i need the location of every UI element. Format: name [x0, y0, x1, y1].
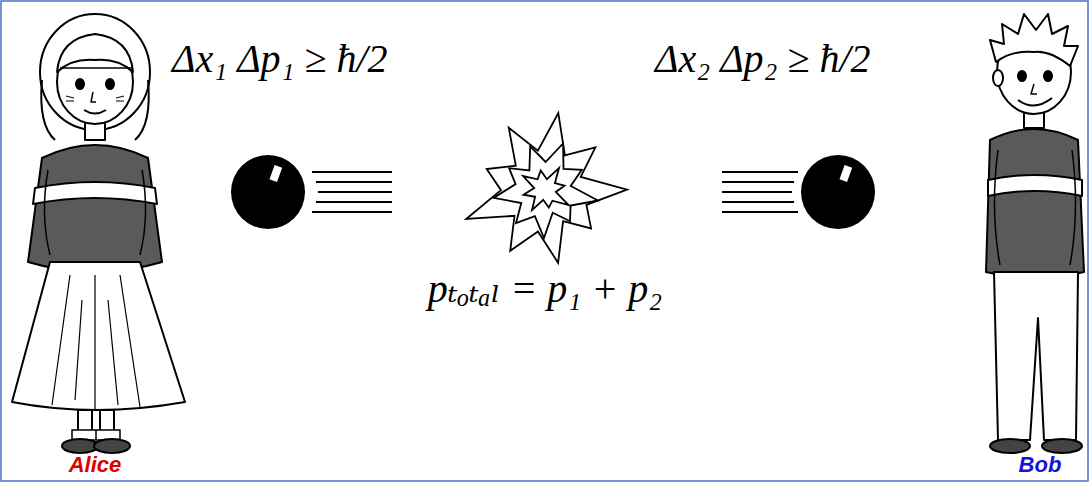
- alice-figure-part: [94, 439, 130, 453]
- right-speed-lines: [722, 172, 798, 212]
- uncertainty-relation: Δx₂ Δp₂ ≥ ħ/2: [655, 36, 871, 82]
- alice-figure-part: [28, 145, 162, 272]
- left-speed-lines-part: [312, 211, 392, 213]
- bob-figure-part: [990, 439, 1030, 453]
- alice-figure-part: [12, 262, 185, 410]
- right-particle-part: [801, 155, 875, 229]
- explosion-star: [494, 143, 598, 238]
- alice-figure-part: [106, 79, 114, 89]
- bob-figure-part: [1031, 84, 1037, 94]
- uncertainty-relation: Δx₁ Δp₁ ≥ ħ/2: [172, 36, 388, 82]
- person-name: Bob: [1019, 452, 1062, 477]
- left-particle-part: [270, 165, 283, 182]
- alice-figure: [12, 14, 185, 453]
- right-speed-lines-part: [722, 211, 798, 213]
- bob-figure-part: [988, 175, 1082, 196]
- alice-figure-part: [62, 439, 98, 453]
- bob-figure-part: [994, 272, 1078, 440]
- left-speed-lines-part: [318, 191, 392, 193]
- alice-figure-part: [44, 170, 145, 255]
- alice-figure-part: [76, 79, 84, 89]
- right-speed-lines-part: [722, 171, 798, 173]
- bob-figure-part: [1018, 71, 1026, 81]
- bob-figure-part: [986, 129, 1084, 278]
- alice-figure-part: [57, 34, 133, 72]
- bob-figure-part: [994, 150, 1075, 265]
- bob-figure-part: [1044, 71, 1052, 81]
- alice-figure-part: [33, 182, 157, 204]
- left-particle-part: [231, 155, 305, 229]
- right-speed-lines-part: [722, 181, 794, 183]
- momentum-equation: pₜₒₜₐₗ = p₁ + p₂: [428, 266, 662, 312]
- bob-figure: [986, 14, 1084, 453]
- alice-figure-part: [91, 92, 96, 102]
- left-speed-lines: [312, 172, 392, 212]
- alice-figure-part: [66, 96, 124, 101]
- right-speed-lines-part: [722, 201, 794, 203]
- alice-figure-part: [52, 275, 140, 410]
- bob-figure-part: [990, 14, 1078, 66]
- person-name: Alice: [69, 452, 122, 477]
- explosion-star: [523, 168, 569, 210]
- left-speed-lines-part: [316, 181, 392, 183]
- bob-figure-part: [1042, 439, 1082, 453]
- left-speed-lines-part: [312, 171, 392, 173]
- right-particle: [801, 155, 875, 229]
- right-speed-lines-part: [722, 191, 792, 193]
- bob-figure-part: [1018, 98, 1052, 106]
- alice-figure-part: [40, 14, 150, 130]
- right-particle-part: [840, 165, 853, 182]
- alice-figure-part: [84, 110, 106, 114]
- left-particle: [231, 155, 305, 229]
- explosion-star: [466, 113, 627, 263]
- left-speed-lines-part: [316, 201, 392, 203]
- explosion-burst: [466, 113, 627, 263]
- bob-figure-part: [993, 70, 1003, 86]
- alice-figure-part: [60, 67, 133, 69]
